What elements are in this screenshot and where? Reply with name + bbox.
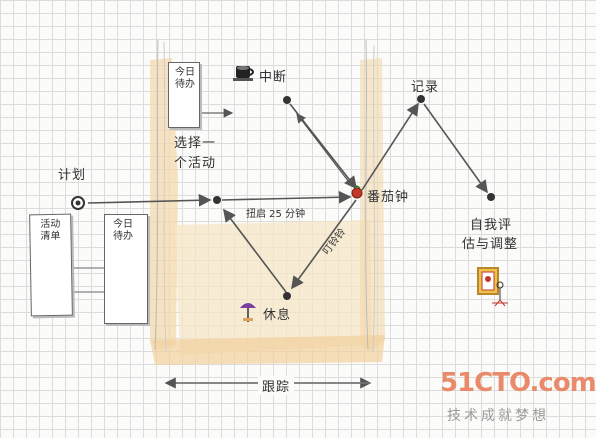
tracking-label: 跟踪: [258, 376, 295, 395]
interrupt-label: 中断: [259, 70, 288, 85]
todo-card-left: 今日 待办: [104, 214, 148, 324]
record-label: 记录: [411, 80, 440, 95]
activity-list-card: 活动 清单: [29, 213, 73, 317]
start-25-label: 扭启 25 分钟: [246, 209, 306, 220]
todo-card-top-title: 今日 待办: [175, 67, 195, 90]
boundary-line-left-2: [163, 41, 167, 353]
interrupt-node: [283, 96, 291, 104]
boundary-line-right-2: [372, 44, 376, 353]
arrow-pomodoro-to-record: [361, 102, 419, 191]
arrow-plan-to-activity: [87, 193, 212, 207]
tomato-leaf-icon: [353, 185, 361, 189]
self-eval-label-line1: 自我评: [470, 218, 513, 233]
pomodoro-flow-diagram: [37, 39, 508, 389]
coffee-cup-icon: [233, 66, 254, 81]
choose-activity-label-line1: 选择一: [174, 136, 217, 151]
arrow-pomodoro-to-interrupt: [296, 113, 353, 187]
arrow-pomodoro-to-rest: [291, 199, 357, 290]
activity-list-card-title: 活动 清单: [40, 218, 61, 243]
self-eval-label-line2: 估与调整: [462, 237, 519, 252]
watermark-slogan: 技术成就梦想: [447, 408, 549, 424]
choose-activity-label-line2: 个活动: [174, 156, 217, 171]
activity-node: [213, 196, 221, 204]
arrow-interrupt-to-pomodoro: [289, 103, 357, 190]
pomodoro-label: 番茄钟: [367, 190, 410, 205]
plan-label: 计划: [58, 168, 87, 183]
rest-label: 休息: [263, 308, 292, 323]
watermark-brand: 51CTO.com: [440, 368, 596, 398]
self-eval-node: [487, 193, 495, 201]
todo-card-left-title: 今日 待办: [113, 219, 133, 242]
plan-node-dot: [75, 200, 81, 206]
record-node: [417, 95, 425, 103]
watercolor-wash-center: [175, 220, 372, 355]
boundary-line-left: [154, 39, 159, 351]
todo-card-top: 今日 待办: [168, 62, 200, 128]
arrow-activity-to-pomodoro: [221, 190, 352, 204]
rest-node: [283, 292, 291, 300]
pomodoro-tomato-icon: [351, 187, 363, 199]
umbrella-icon: [240, 303, 256, 322]
watercolor-wash-bottom: [150, 335, 385, 365]
portrait-frame-icon: [477, 267, 508, 307]
arrow-record-to-self-eval: [423, 103, 488, 194]
boundary-line-right: [365, 39, 369, 351]
arrow-rest-to-activity: [223, 208, 287, 293]
